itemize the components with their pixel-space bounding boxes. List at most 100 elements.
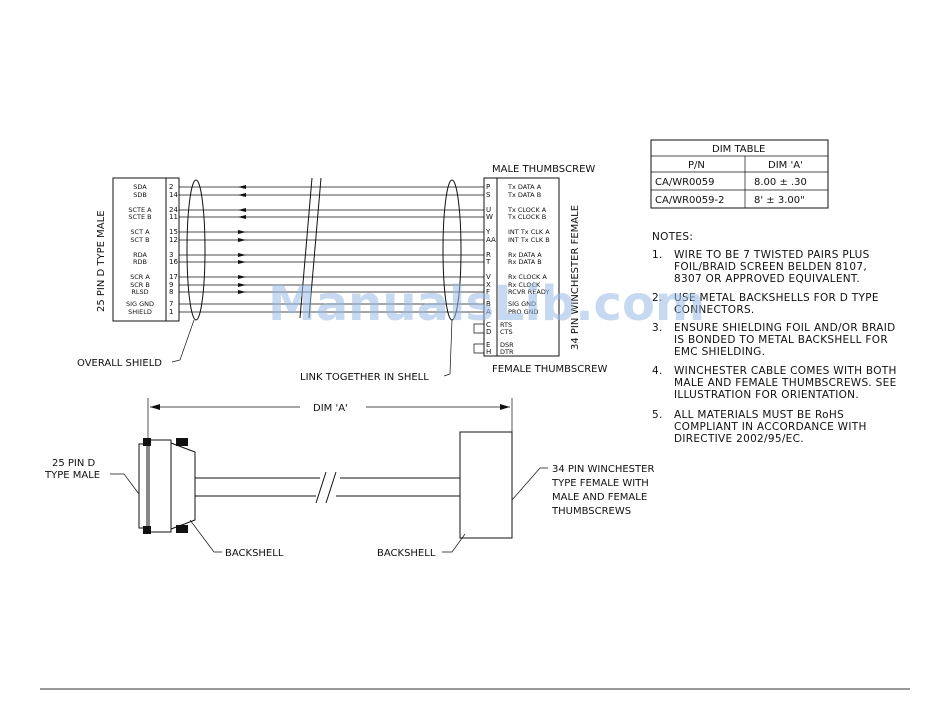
loop-pin-letter: H [486,348,491,356]
left-signal-name: RDB [133,258,147,266]
note-number: 4. [652,365,663,377]
left-connector-label: 25 PIN D TYPE MALE [96,210,107,312]
right-connector-callout-line: TYPE FEMALE WITH [551,478,649,489]
right-signal-name: Rx CLOCK A [508,273,547,281]
note-line: CONNECTORS. [674,304,755,316]
dim-table-cell: 8' ± 3.00" [754,195,805,206]
left-signal-name: SIG GND [126,300,154,308]
signal-arrow [238,290,246,294]
right-pin-letter: W [486,213,493,221]
backshell-callouts: BACKSHELL BACKSHELL [189,519,466,559]
loop-pin-letter: D [486,328,491,336]
right-signal-name: Rx CLOCK [508,281,541,289]
signal-arrow [238,283,246,287]
note-line: IS BONDED TO METAL BACKSHELL FOR [674,334,888,346]
note-line: ENSURE SHIELDING FOIL AND/OR BRAID [674,322,896,334]
dim-table-header-pn: P/N [688,160,705,171]
left-pin-number: 9 [169,281,173,289]
left-connector-pin-strip [165,177,180,322]
left-pin-number: 3 [169,251,173,259]
right-pin-letter: V [486,273,491,281]
right-signal-name: Tx CLOCK A [507,206,547,214]
loop-pin-letter: E [486,341,490,349]
dim-table-title: DIM TABLE [712,144,765,155]
note-number: 1. [652,249,663,261]
left-signal-name: SCT A [130,228,150,236]
signal-arrow [238,275,246,279]
assembly-left-label: 25 PIN D TYPE MALE [44,458,140,495]
right-pin-letter: Y [485,228,491,236]
note-line: WINCHESTER CABLE COMES WITH BOTH [674,365,897,377]
note-number: 2. [652,292,663,304]
dim-table: DIM TABLE P/N DIM 'A' CA/WR0059 8.00 ± .… [650,139,829,209]
left-signal-name: SHIELD [128,308,152,316]
loop-signal-name: DTR [500,348,514,356]
right-signal-name: Rx DATA B [508,258,542,266]
note-line: USE METAL BACKSHELLS FOR D TYPE [674,292,879,304]
note-number: 5. [652,409,663,421]
left-signal-name: SDB [133,191,147,199]
link-together-label: LINK TOGETHER IN SHELL [300,372,429,383]
note-line: WIRE TO BE 7 TWISTED PAIRS PLUS [674,249,870,261]
left-pin-number: 16 [169,258,178,266]
right-connector-callout-line: THUMBSCREWS [551,506,631,517]
signal-arrow [238,260,246,264]
right-signal-name: Tx DATA B [507,191,541,199]
left-pin-number: 1 [169,308,173,316]
female-thumbscrew-label: FEMALE THUMBSCREW [492,364,607,375]
note-line: 8307 OR APPROVED EQUIVALENT. [674,273,860,285]
winchester-connector-drawing [459,431,513,539]
right-connector-callout-line: MALE AND FEMALE [552,492,647,503]
loop-signal-name: DSR [500,341,514,349]
dim-table-cell: 8.00 ± .30 [754,177,807,188]
right-pin-letter: U [486,206,491,214]
loop-signal-name: RTS [500,321,512,329]
loopback-link [473,343,484,354]
left-pin-number: 12 [169,236,178,244]
dim-a-label: DIM 'A' [313,403,348,414]
right-signal-name: Tx DATA A [507,183,542,191]
signal-arrow [238,230,246,234]
dim-a-dimension: DIM 'A' [147,398,513,440]
male-thumbscrew-label: MALE THUMBSCREW [492,164,595,175]
overall-shield-leader [171,319,195,363]
right-pin-letter: S [486,191,491,199]
right-pin-letter: B [486,300,491,308]
left-signal-name: RDA [133,251,147,259]
link-together-leader [443,319,453,377]
left-signal-name: SCT B [130,236,149,244]
right-pin-letter: F [486,288,490,296]
right-signal-name: Rx DATA A [508,251,542,259]
overall-shield-left [186,179,206,321]
right-pin-letter: T [485,258,491,266]
notes-heading: NOTES: [652,231,693,243]
note-line: EMC SHIELDING. [674,346,765,358]
signal-arrow [238,185,246,189]
left-connector-callout-line: TYPE MALE [44,470,100,481]
assembly-right-label: 34 PIN WINCHESTER TYPE FEMALE WITH MALE … [511,464,654,517]
note-line: COMPLIANT IN ACCORDANCE WITH [674,421,867,433]
right-connector-box [496,177,560,357]
left-pin-number: 15 [169,228,178,236]
note-line: FOIL/BRAID SCREEN BELDEN 8107, [674,261,867,273]
right-pin-letter: P [486,183,490,191]
right-pin-letter: R [486,251,491,259]
left-signal-name: SCR B [130,281,150,289]
left-pin-number: 11 [169,213,178,221]
dim-table-cell: CA/WR0059 [655,177,714,188]
dim-table-cell: CA/WR0059-2 [655,195,724,206]
dim-table-header-dim: DIM 'A' [768,160,803,171]
right-signal-name: Tx CLOCK B [507,213,546,221]
note-line: ALL MATERIALS MUST BE RoHS [674,409,844,421]
right-pin-letter: AA [486,236,496,244]
right-signal-name: RCVR READY [508,288,549,296]
signal-arrow [238,208,246,212]
right-pin-letter: X [486,281,491,289]
right-signal-name: PRO GND [508,308,539,316]
left-signal-name: SCTE A [128,206,152,214]
note-line: DIRECTIVE 2002/95/EC. [674,433,804,445]
d-connector-drawing [138,438,460,534]
note-number: 3. [652,322,663,334]
